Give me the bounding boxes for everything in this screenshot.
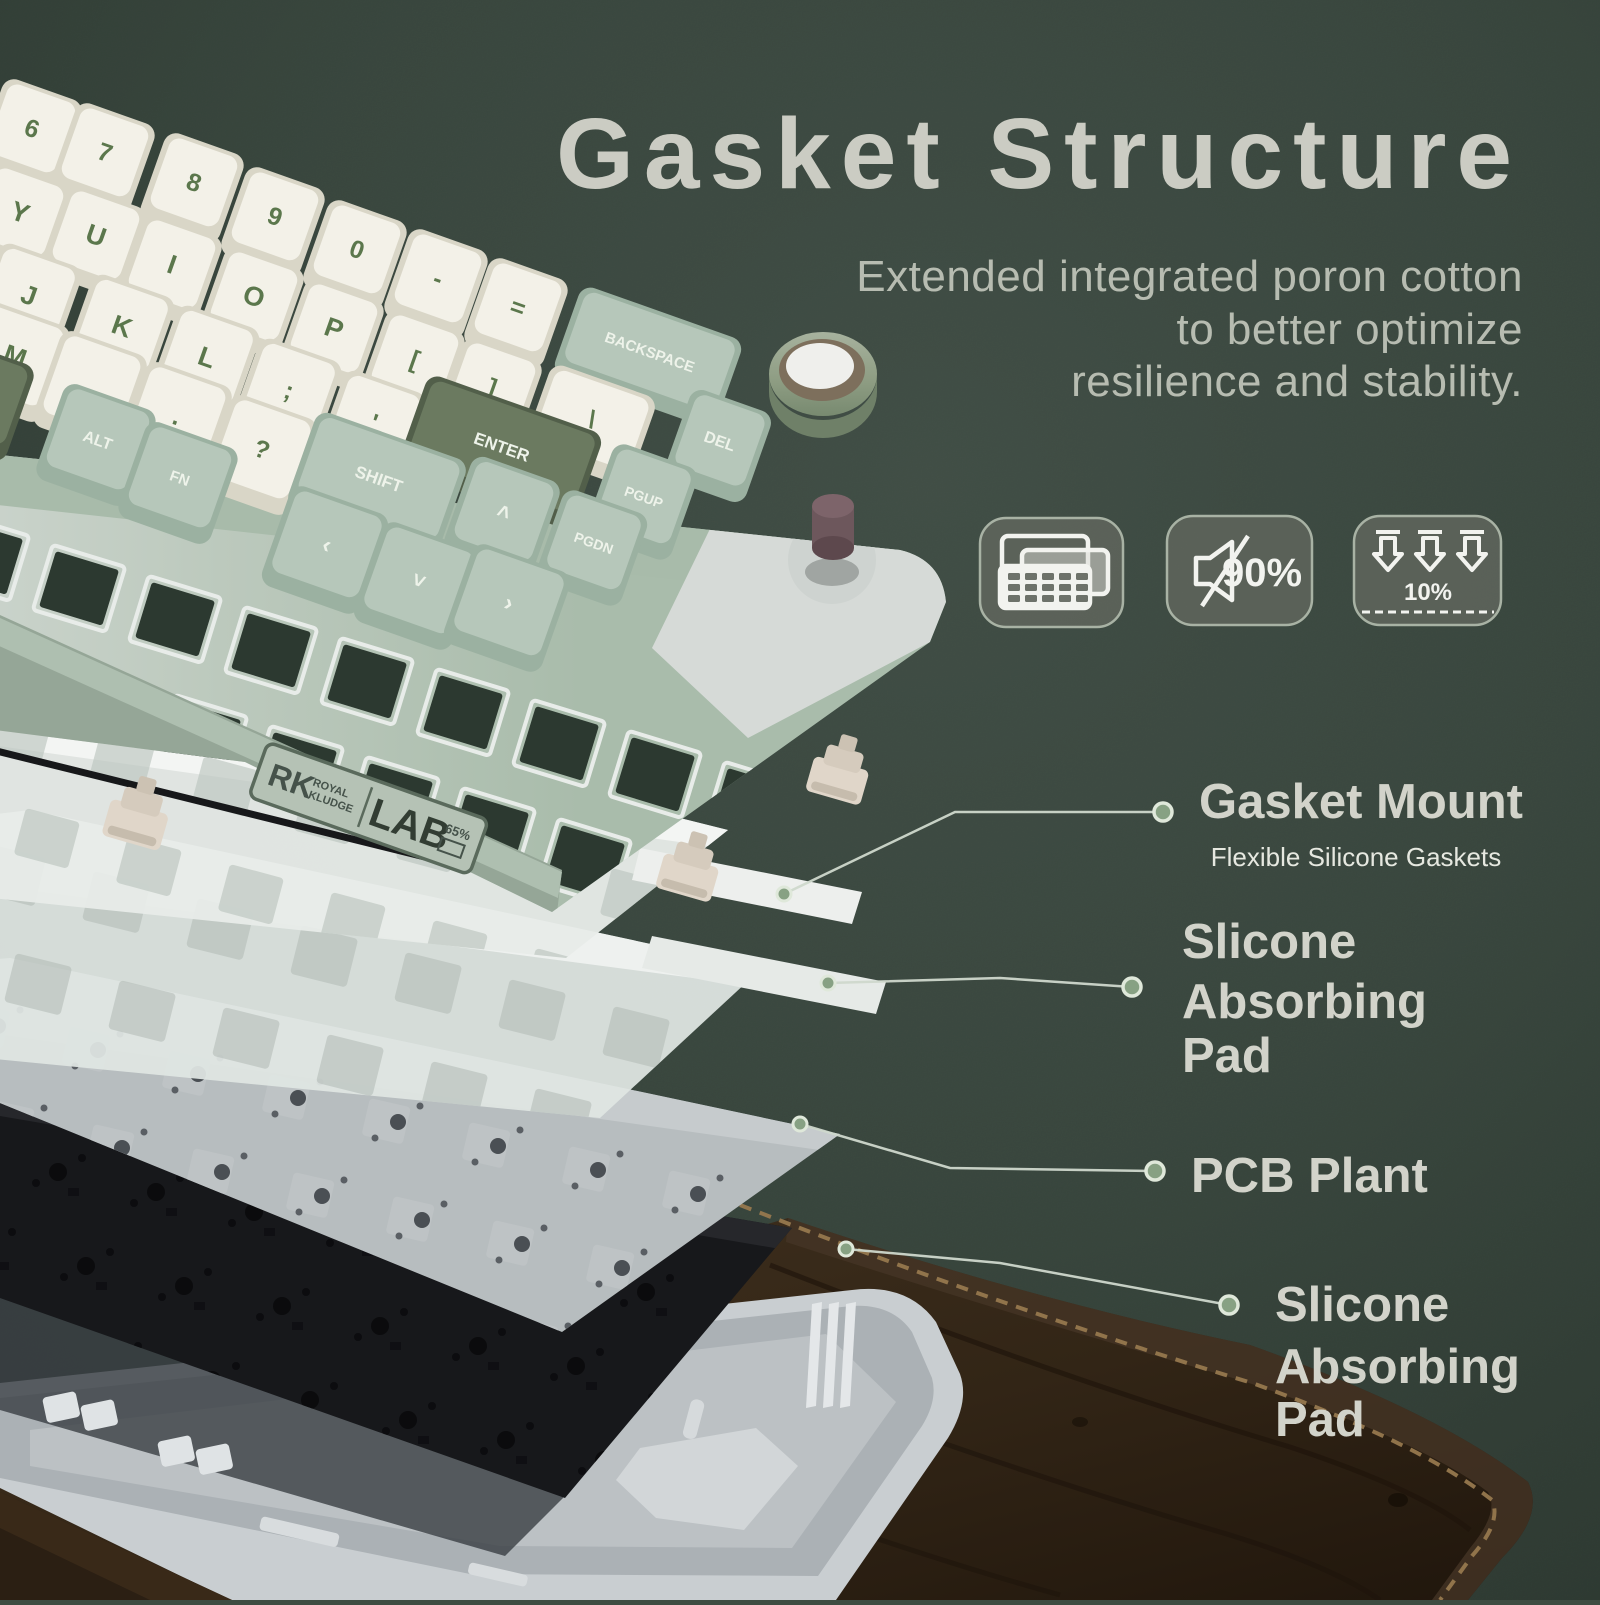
svg-text:Pad: Pad [1182, 1029, 1272, 1083]
svg-text:Absorbing: Absorbing [1275, 1340, 1520, 1394]
svg-text:10%: 10% [1404, 579, 1452, 606]
svg-text:resilience and stability.: resilience and stability. [1071, 357, 1523, 406]
svg-text:Pad: Pad [1275, 1393, 1365, 1447]
svg-text:90%: 90% [1222, 551, 1302, 595]
svg-text:Gasket Structure: Gasket Structure [556, 98, 1522, 210]
svg-text:Absorbing: Absorbing [1182, 975, 1427, 1029]
svg-text:Slicone: Slicone [1275, 1278, 1449, 1332]
svg-text:PCB Plant: PCB Plant [1191, 1149, 1428, 1203]
svg-text:Extended integrated poron cott: Extended integrated poron cotton [856, 252, 1523, 301]
svg-text:Gasket Mount: Gasket Mount [1199, 775, 1523, 829]
svg-text:Slicone: Slicone [1182, 915, 1356, 969]
svg-text:Flexible Silicone Gaskets: Flexible Silicone Gaskets [1211, 842, 1501, 872]
svg-text:to better optimize: to better optimize [1177, 305, 1524, 354]
